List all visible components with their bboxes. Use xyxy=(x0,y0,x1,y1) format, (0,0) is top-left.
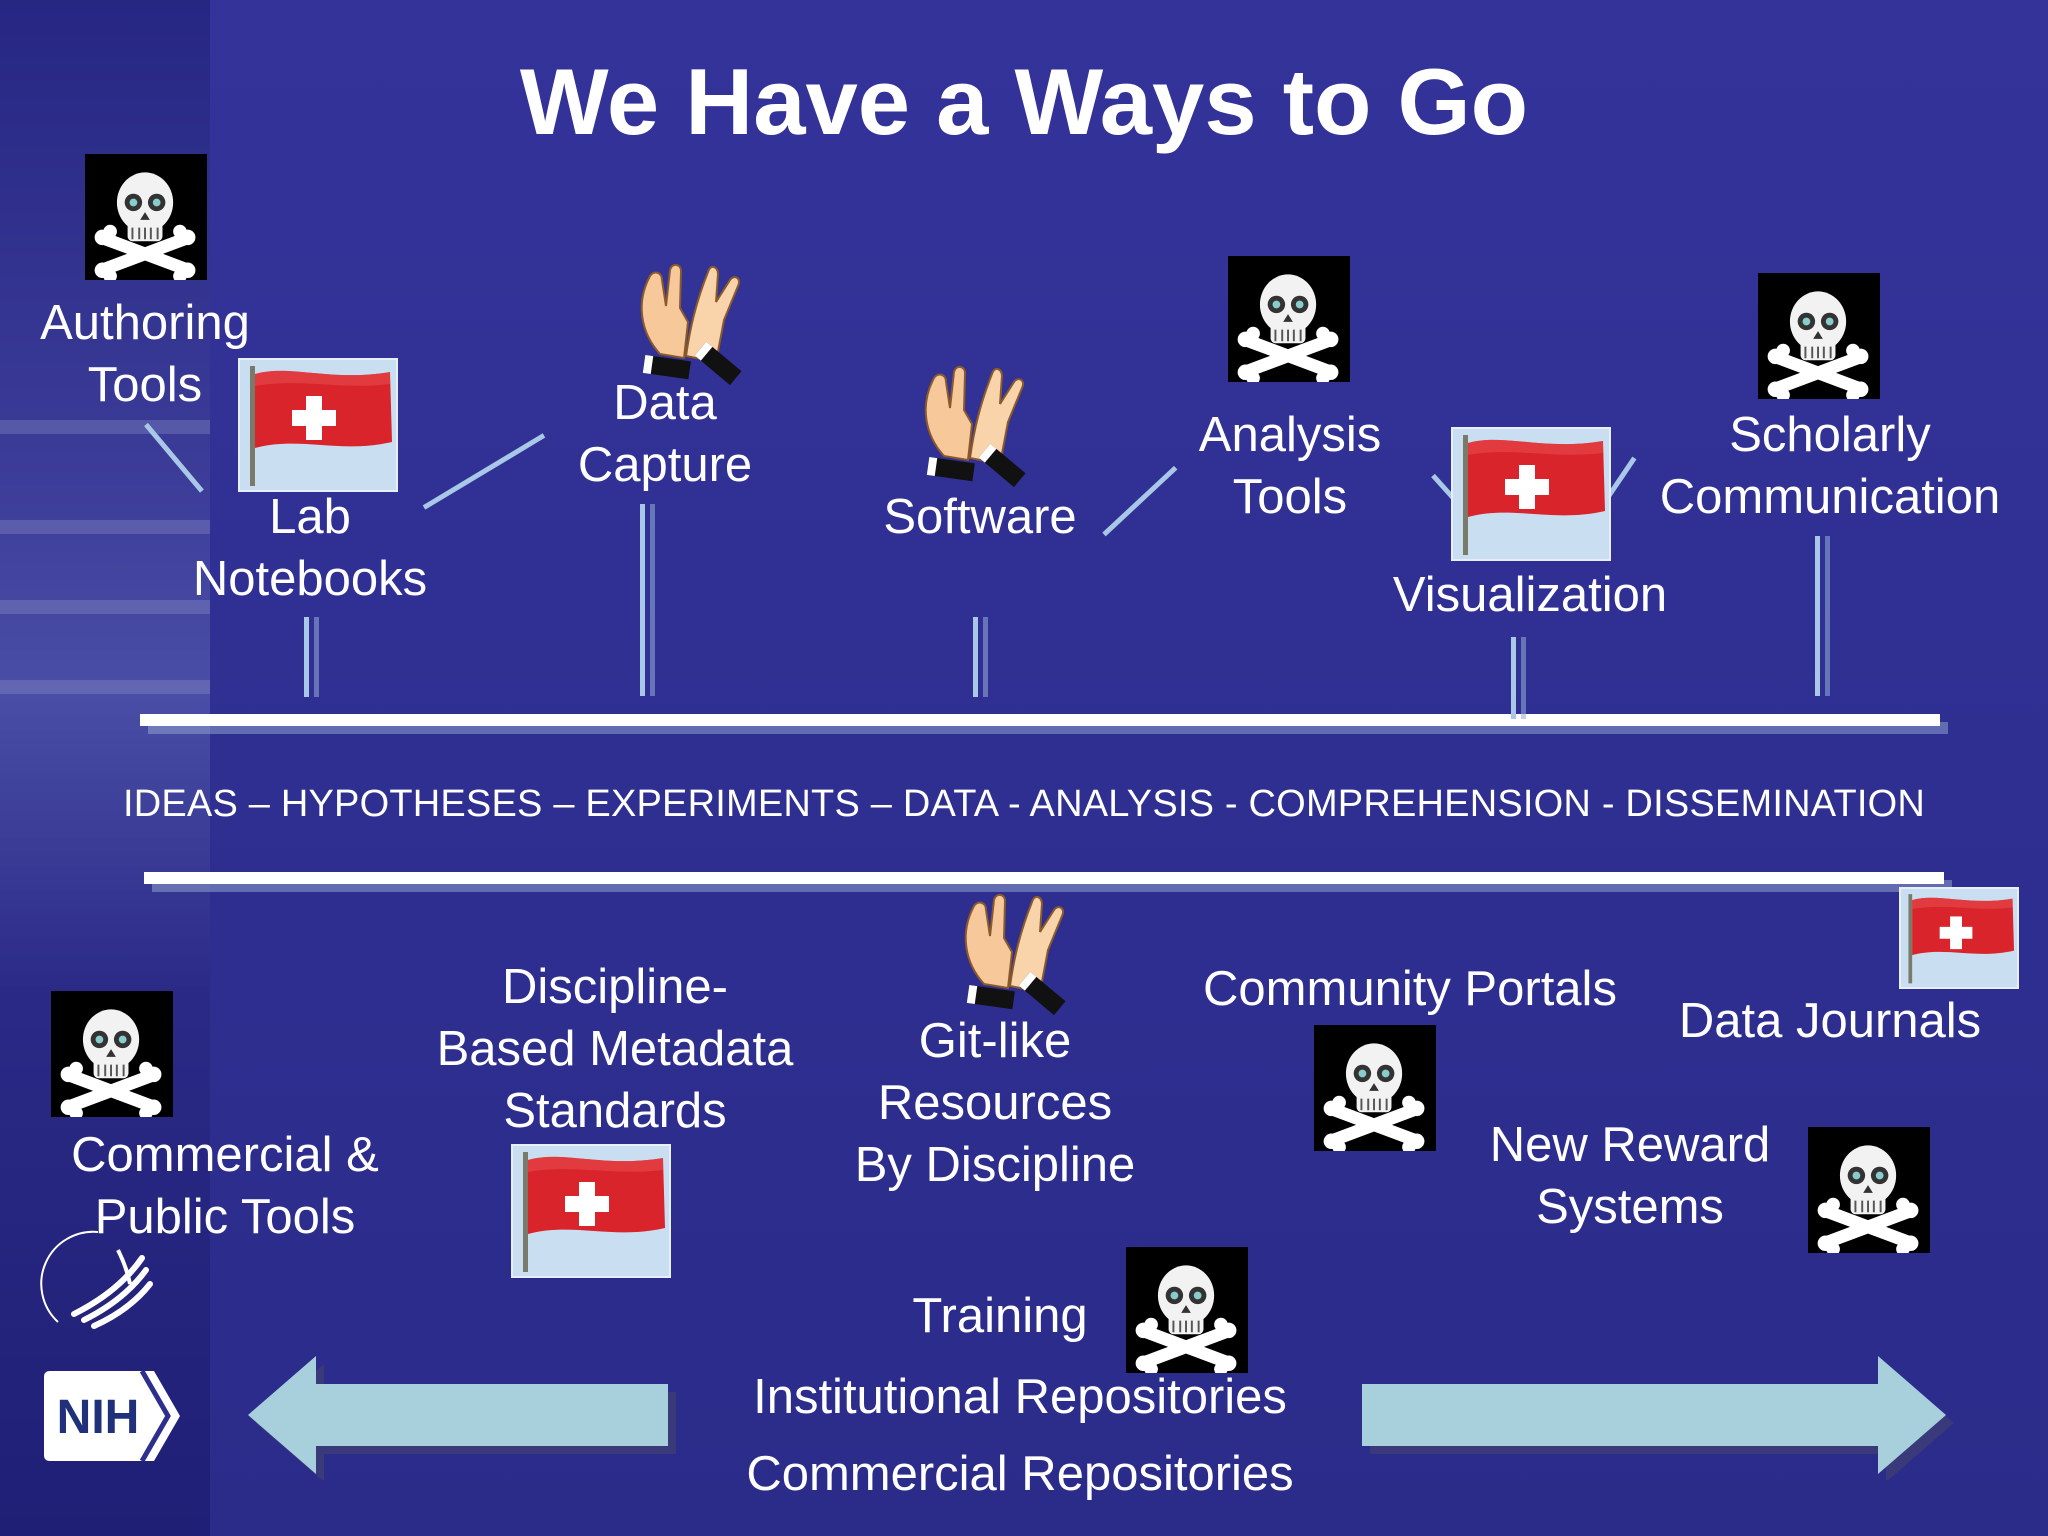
label-discipline-metadata-standards: Discipline- Based Metadata Standards xyxy=(410,956,820,1142)
label-line: By Discipline xyxy=(854,1138,1136,1192)
label-line: Lab xyxy=(269,490,351,544)
label-line: Authoring xyxy=(40,296,250,350)
label-line: Communication xyxy=(1659,470,2001,524)
label-line: Notebooks xyxy=(192,552,428,606)
connector-line xyxy=(973,617,978,697)
label-git-like-resources: Git-like Resources By Discipline xyxy=(830,1010,1160,1196)
label-commercial-repositories: Commercial Repositories xyxy=(746,1447,1294,1501)
label-line: Tools xyxy=(1232,470,1348,524)
label-line: Data Journals xyxy=(1678,994,1982,1048)
label-new-reward-systems: New Reward Systems xyxy=(1460,1114,1800,1238)
skull-icon xyxy=(1314,1025,1436,1151)
label-analysis-tools: Analysis Tools xyxy=(1160,404,1420,528)
label-software: Software xyxy=(860,486,1100,548)
left-arrow xyxy=(248,1356,676,1480)
swiss-flag-icon xyxy=(238,358,398,492)
label-data-journals: Data Journals xyxy=(1660,990,2000,1052)
band-ledge xyxy=(0,600,210,614)
label-training: Training xyxy=(860,1285,1140,1347)
research-stages-text: IDEAS – HYPOTHESES – EXPERIMENTS – DATA … xyxy=(122,783,1926,825)
band-ledge xyxy=(0,680,210,694)
swiss-flag-icon xyxy=(511,1144,671,1278)
label-line: Software xyxy=(883,490,1077,544)
label-authoring-tools: Authoring Tools xyxy=(20,292,270,416)
label-visualization: Visualization xyxy=(1360,564,1700,626)
label-line: Data xyxy=(613,376,717,430)
label-commercial-public-tools: Commercial & Public Tools xyxy=(40,1124,410,1248)
label-line: Tools xyxy=(87,358,203,412)
label-line: Commercial & xyxy=(71,1128,379,1182)
skull-icon xyxy=(1228,256,1350,382)
label-line: Capture xyxy=(577,438,753,492)
swiss-flag-icon xyxy=(1899,887,2019,989)
label-line: New Reward xyxy=(1489,1118,1771,1172)
clapping-hands-icon xyxy=(640,263,743,386)
skull-icon xyxy=(85,154,207,280)
connector-line xyxy=(1511,637,1516,719)
label-lab-notebooks: Lab Notebooks xyxy=(180,486,440,610)
skull-icon xyxy=(1758,273,1880,399)
label-line: Based Metadata xyxy=(436,1022,794,1076)
skull-icon xyxy=(1126,1247,1248,1373)
label-community-portals: Community Portals xyxy=(1180,958,1640,1020)
hhs-seal-icon xyxy=(40,1230,153,1329)
label-line: Public Tools xyxy=(94,1190,356,1244)
band-ledge xyxy=(0,420,210,434)
connector-line xyxy=(422,433,546,510)
label-line: Analysis xyxy=(1198,408,1382,462)
label-line: Scholarly xyxy=(1729,408,1931,462)
clapping-hands-icon xyxy=(964,893,1067,1016)
skull-icon xyxy=(1808,1127,1930,1253)
slide-title: We Have a Ways to Go xyxy=(519,49,1529,154)
right-arrow xyxy=(1362,1356,1954,1480)
connector-line xyxy=(1815,536,1820,696)
nih-logo-text: NIH xyxy=(57,1391,140,1444)
connector-line xyxy=(304,617,309,697)
connector-line xyxy=(640,504,645,696)
label-line: Training xyxy=(912,1289,1088,1343)
label-scholarly-communication: Scholarly Communication xyxy=(1620,404,2040,528)
bottom-timeline-bar xyxy=(144,872,1944,884)
label-data-capture: Data Capture xyxy=(540,372,790,496)
nih-logo: NIH xyxy=(44,1371,180,1461)
swiss-flag-icon xyxy=(1451,427,1611,561)
label-line: Standards xyxy=(503,1084,727,1138)
label-line: Visualization xyxy=(1392,568,1668,622)
label-line: Community Portals xyxy=(1203,962,1617,1016)
label-line: Resources xyxy=(877,1076,1113,1130)
top-timeline-bar xyxy=(140,714,1940,726)
label-repositories: Institutional Repositories Commercial Re… xyxy=(680,1366,1360,1505)
clapping-hands-icon xyxy=(924,365,1027,488)
label-line: Systems xyxy=(1536,1180,1724,1234)
skull-icon xyxy=(51,991,173,1117)
label-institutional-repositories: Institutional Repositories xyxy=(753,1370,1287,1424)
label-line: Git-like xyxy=(918,1014,1072,1068)
label-line: Discipline- xyxy=(501,960,728,1014)
band-ledge xyxy=(0,520,210,534)
